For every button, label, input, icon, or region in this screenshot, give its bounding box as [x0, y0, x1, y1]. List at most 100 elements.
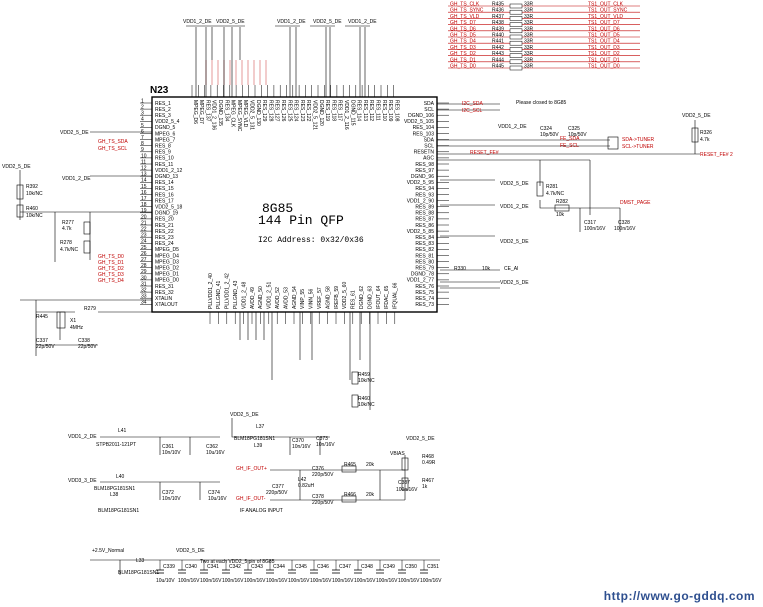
left-red-labels: GH_TS_SDA GH_TS_SCL GH_TS_D0 GH_TS_D1 GH…	[98, 139, 128, 284]
power-label: VDD2_5_DE	[313, 19, 342, 25]
cap-val: 100n/16V	[332, 578, 354, 584]
left-pin-label: RES_22	[155, 229, 174, 235]
left-pin-label: VDD2_5_4	[155, 119, 180, 125]
r459-val: 10k/NC	[358, 378, 375, 384]
bus-src-label: GH_TS_CLK	[450, 2, 480, 8]
bottom-pin-label: VDD2_5_60	[342, 282, 348, 309]
r460b-val: 10k/NC	[358, 402, 375, 408]
left-pin-number: 26	[141, 251, 147, 257]
c361-ref: C361	[162, 444, 174, 450]
right-pin-label: DGND_78	[411, 272, 434, 278]
cap-val: 100n/16V	[288, 578, 310, 584]
left-pin-label: RES_24	[155, 241, 174, 247]
bus-resistor-val: 33R	[524, 2, 534, 8]
if-note: IF ANALOG INPUT	[240, 508, 283, 514]
left-pin-column: RES_11RES_22RES_33VDD2_5_44DGND_55MPEG_6…	[140, 98, 182, 308]
chip-ref: N23	[150, 85, 169, 96]
power-label: VDD1_2_DE	[183, 19, 212, 25]
bottom-pin-label: VINN_56	[309, 288, 315, 309]
left-pin-number: 12	[141, 166, 147, 172]
bus-src-label: GH_TS_D3	[450, 45, 476, 51]
bottom-pin-label: IFQUAL_66	[393, 282, 399, 309]
if-in-minus: GH_IF_OUT-	[236, 496, 266, 502]
top-pin-label: RES_128	[267, 100, 273, 122]
c317-val: 100n/16V	[584, 226, 606, 232]
c317-ref: C317	[584, 220, 596, 226]
chip-package: 144 Pin QFP	[258, 213, 344, 228]
top-pin-label: VDD1_2_136	[211, 100, 217, 130]
r281-ref: R281	[546, 184, 558, 190]
reset-label: RESET_FE#	[470, 150, 499, 156]
bottom-pin-label: AVDD_52	[275, 287, 281, 309]
c372-val: 10n/10V	[162, 496, 181, 502]
top-power-labels: VDD1_2_DE VDD2_5_DE VDD1_2_DE VDD2_5_DE …	[183, 19, 377, 25]
top-pin-label: VDD2_5_131	[249, 100, 255, 130]
r460b-ref: R460	[358, 396, 370, 402]
bottom-pin-label: IFOUT_64	[376, 285, 382, 309]
crystal-ref: X1	[70, 318, 76, 324]
top-pin-label: RES_123	[299, 100, 305, 122]
left-pin-number: 1	[141, 98, 144, 104]
right-pin-label: DGND_96	[411, 174, 434, 180]
right-pin-label: DGND_106	[408, 113, 434, 119]
top-pin-label: RES_134	[223, 100, 229, 122]
left-pin-number: 9	[141, 147, 144, 153]
bus-src-label: GH_TS_D5	[450, 33, 476, 39]
bus-resistor	[509, 28, 523, 34]
bottom-pin-label: PLLVDD1_2_40	[208, 273, 214, 309]
left-pin-number: 31	[141, 281, 147, 287]
c373-val: 10n/16V	[316, 442, 335, 448]
l42-val: 0.82uH	[298, 483, 315, 489]
top-pin-label: RES_111	[375, 100, 381, 121]
bottom-pin-label: IREFB_59	[334, 286, 340, 309]
dmst-label: DMST_PAGE	[620, 200, 651, 206]
bus-resistor-ref: R436	[492, 8, 504, 14]
r326-ref: R326	[700, 130, 712, 136]
bus-resistor-ref: R445	[492, 64, 504, 70]
left-power-label: VDD2_5_DE	[60, 130, 89, 136]
right-pin-label: RES_75	[415, 290, 434, 296]
cap-val: 100n/16V	[354, 578, 376, 584]
left-pin-number: 2	[141, 105, 144, 111]
c387-val: 100n/16V	[396, 487, 418, 493]
cap-ref: C349	[383, 564, 395, 570]
c370-val: 10n/16V	[292, 444, 311, 450]
c338-ref: C338	[78, 338, 90, 344]
left-pin-number: 20	[141, 214, 147, 220]
bus-dst-label: TS1_OUT_D4	[588, 39, 620, 45]
cap-ref: C344	[273, 564, 285, 570]
right-pin-label: RES_83	[415, 241, 434, 247]
c377-ref: C377	[272, 484, 284, 490]
c376-val: 220p/50V	[312, 472, 334, 478]
top-pin-label: RES_127	[274, 100, 280, 122]
bus-resistor	[509, 47, 523, 52]
left-pin-number: 17	[141, 196, 147, 202]
left-pin-number: 33	[141, 294, 147, 300]
left-pin-label: MPEG_D3	[155, 259, 179, 265]
cap-val: 100n/16V	[244, 578, 266, 584]
r277-ref: R277	[62, 220, 74, 226]
l39-ref: L39	[254, 443, 263, 449]
lower-wiring	[90, 312, 440, 575]
cap-ref: C346	[317, 564, 329, 570]
left-power-label: VDD2_5_DE	[2, 164, 31, 170]
bus-resistor	[509, 22, 523, 27]
c325-val: 10p/50V	[568, 132, 587, 138]
left-pin-label: MPEG_D1	[155, 272, 179, 278]
r466-ref: R466	[344, 492, 356, 498]
cap-ref: C342	[229, 564, 241, 570]
bottom-pin-label: AGND_58	[325, 286, 331, 309]
cap-val: 10u/10V	[156, 578, 175, 584]
left-pin-label: RES_20	[155, 217, 174, 223]
bus-resistor-val: 33R	[524, 14, 534, 20]
left-pin-label: RES_9	[155, 150, 171, 156]
top-pin-label: MPEG_D6	[192, 100, 198, 124]
right-pin-label: SCL	[424, 107, 434, 113]
right-pin-label: VDD2_5_85	[407, 229, 434, 235]
left-pin-label: RES_11	[155, 162, 173, 168]
tuner-scl-out: SCL->TUNER	[622, 144, 654, 150]
left-pin-number: 25	[141, 245, 147, 251]
r468-val: 0.49R	[422, 460, 436, 466]
left-pin-label: RES_32	[155, 290, 174, 296]
